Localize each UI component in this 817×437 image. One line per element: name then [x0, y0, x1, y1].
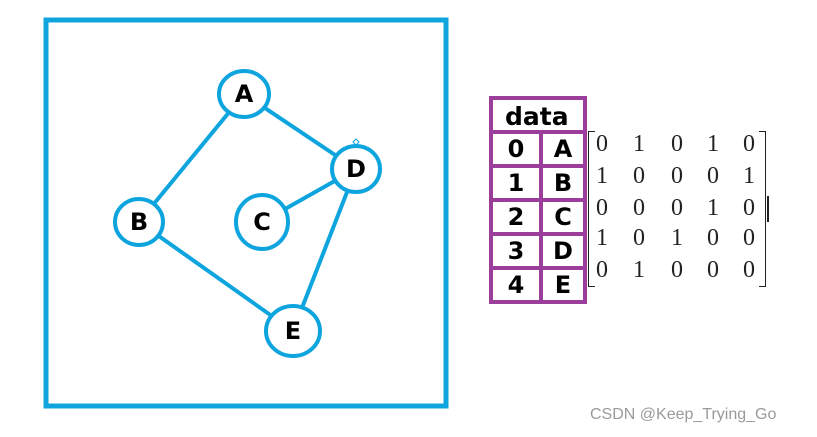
matrix-cell: 1 — [596, 225, 608, 251]
node-circle — [113, 197, 165, 247]
data-table-header: data — [493, 100, 583, 134]
matrix-cell: 0 — [743, 257, 755, 283]
matrix-right-bracket — [759, 131, 766, 287]
node-circle — [217, 69, 271, 119]
node-E: E — [264, 304, 322, 358]
node-label: E — [285, 317, 301, 345]
matrix-cell: 1 — [633, 131, 645, 157]
node-C: C — [234, 193, 290, 251]
node-label: B — [130, 208, 148, 236]
nodes-layer: A B C D E — [113, 69, 382, 358]
graph-frame — [43, 17, 449, 409]
matrix-cell: 0 — [707, 225, 719, 251]
node-circle — [264, 304, 322, 358]
table-index-cell: 2 — [493, 202, 543, 232]
node-circle — [234, 193, 290, 251]
table-index-cell: 3 — [493, 236, 543, 266]
matrix-cell: 0 — [633, 225, 645, 251]
matrix-cell: 0 — [671, 195, 683, 221]
matrix-cell: 0 — [596, 131, 608, 157]
matrix-cell: 1 — [707, 195, 719, 221]
edge-A-B — [137, 92, 246, 224]
matrix-cell: 0 — [671, 131, 683, 157]
matrix-cell: 1 — [671, 225, 683, 251]
matrix-cell: 0 — [743, 195, 755, 221]
matrix-cell: 0 — [707, 163, 719, 189]
table-value-cell: D — [553, 237, 573, 265]
matrix-cell: 0 — [596, 195, 608, 221]
node-label: A — [235, 80, 254, 108]
matrix-cell: 1 — [596, 163, 608, 189]
edge-B-E — [137, 220, 295, 333]
matrix-cell: 1 — [633, 257, 645, 283]
matrix-cell: 1 — [707, 131, 719, 157]
matrix-cell: 1 — [743, 163, 755, 189]
matrix-cell: 0 — [743, 225, 755, 251]
table-index-cell: 1 — [493, 168, 543, 198]
matrix-cell: 0 — [743, 131, 755, 157]
edge-D-E — [291, 168, 358, 332]
matrix-cell: 0 — [596, 257, 608, 283]
table-value-cell: E — [554, 271, 572, 299]
node-D: D — [330, 144, 382, 194]
table-value-cell: C — [554, 203, 572, 231]
node-B: B — [113, 197, 165, 247]
table-value-cell: A — [553, 135, 573, 163]
matrix-cell: 0 — [633, 195, 645, 221]
node-label: C — [253, 208, 271, 236]
matrix-left-bracket — [588, 131, 595, 287]
matrix-cell: 0 — [707, 257, 719, 283]
matrix-cell: 0 — [633, 163, 645, 189]
matrix-cell: 0 — [671, 257, 683, 283]
table-index-cell: 0 — [493, 134, 543, 164]
matrix-cell: 0 — [671, 163, 683, 189]
node-label: D — [346, 155, 366, 183]
matrix-side-mark — [767, 196, 769, 222]
node-A: A — [217, 69, 271, 119]
small-marker-icon — [352, 138, 360, 146]
node-circle — [330, 144, 382, 194]
table-index-cell: 4 — [493, 270, 543, 300]
watermark: CSDN @Keep_Trying_Go — [590, 406, 777, 423]
table-value-cell: B — [553, 169, 573, 197]
